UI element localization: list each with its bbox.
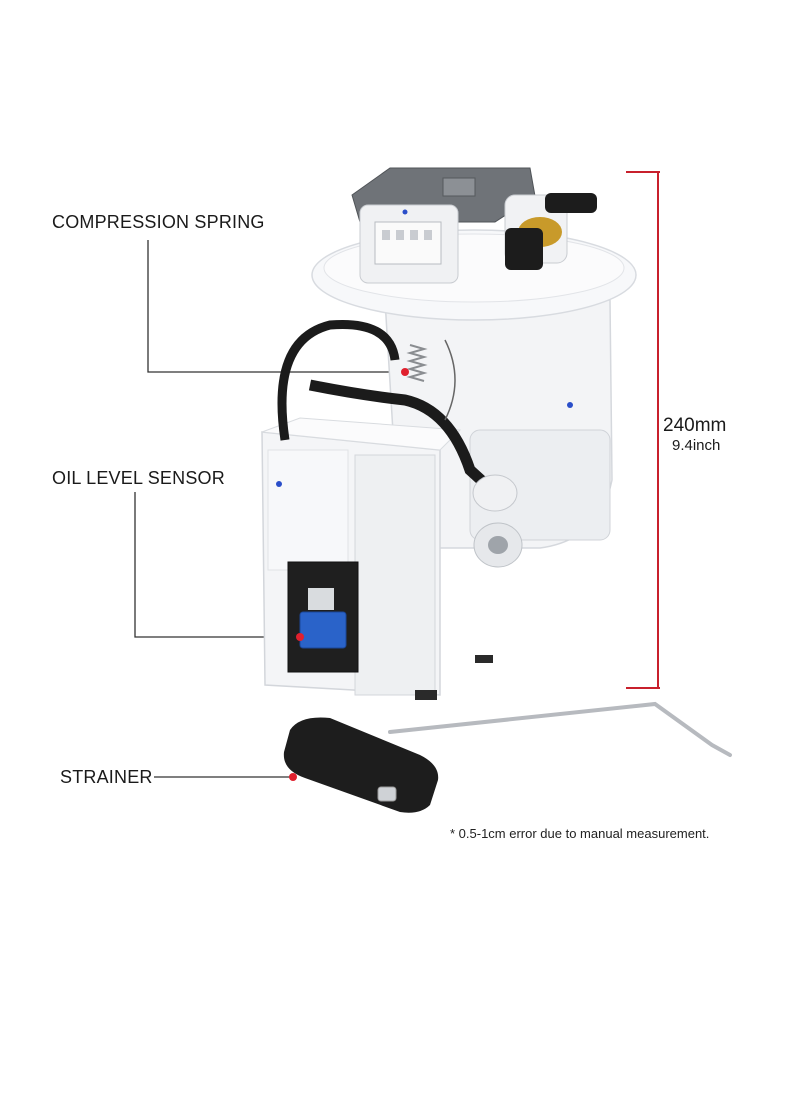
oil-level-sensor-label: OIL LEVEL SENSOR bbox=[52, 468, 225, 488]
strainer-label: STRAINER bbox=[60, 767, 153, 787]
leader-lines bbox=[134, 240, 400, 778]
strainer-marker bbox=[289, 773, 297, 781]
height-dimension-bar bbox=[626, 171, 660, 689]
sensor-leader bbox=[134, 492, 300, 638]
spring-leader bbox=[147, 240, 400, 373]
fuel-pump-module bbox=[261, 167, 637, 700]
height-imperial: 9.4inch bbox=[672, 437, 721, 454]
compression-spring-label: COMPRESSION SPRING bbox=[52, 212, 265, 232]
sensor-marker bbox=[296, 633, 304, 641]
callout-markers bbox=[289, 368, 409, 781]
height-metric: 240mm bbox=[663, 415, 727, 436]
float-arm bbox=[283, 701, 732, 813]
spring-marker bbox=[401, 368, 409, 376]
measurement-note: * 0.5-1cm error due to manual measuremen… bbox=[450, 826, 710, 841]
